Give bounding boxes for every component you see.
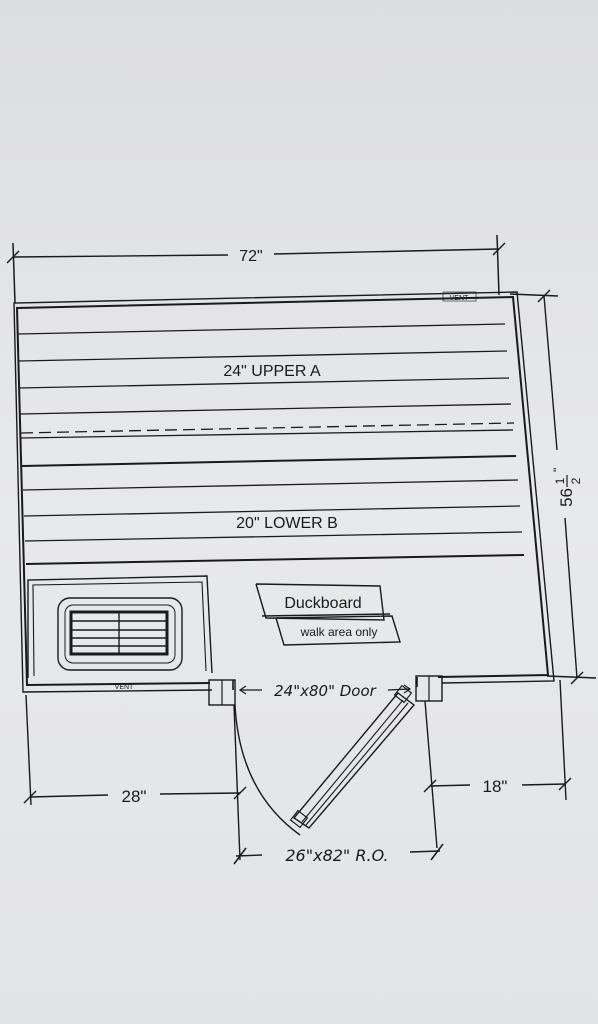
upper-bench-a: 24" UPPER A — [17, 323, 515, 439]
lower-bench-label: 20" LOWER B — [236, 515, 338, 532]
right-offset-dimension: 18" — [423, 679, 572, 849]
height-dimension: 56 1 2 " — [509, 289, 597, 685]
rough-opening-label: 26"x82" R.O. — [285, 846, 388, 865]
door: 24"x80" Door — [234, 682, 416, 836]
duckboard-label: Duckboard — [284, 595, 361, 612]
height-dimension-numerator: 1 — [553, 477, 567, 484]
left-offset-dimension: 28" — [23, 694, 247, 861]
heater-enclosure — [27, 575, 213, 678]
upper-bench-label: 24" UPPER A — [223, 363, 321, 380]
door-leaf-icon — [292, 692, 416, 829]
width-dimension: 72" — [6, 234, 506, 304]
right-offset-label: 18" — [483, 777, 508, 796]
vent-top-label: VENT — [450, 295, 469, 302]
door-size-label: 24"x80" Door — [274, 682, 377, 700]
room-walls — [13, 291, 555, 706]
heater-icon — [57, 597, 183, 671]
left-offset-label: 28" — [122, 787, 147, 806]
vent-bottom-label: VENT — [115, 684, 134, 691]
height-dimension-denominator: 2 — [569, 477, 583, 484]
walk-area-label: walk area only — [300, 625, 378, 639]
svg-text:": " — [551, 468, 565, 472]
duckboard: Duckboard walk area only — [255, 583, 401, 646]
width-dimension-label: 72" — [239, 248, 262, 265]
rough-opening-dimension: 26"x82" R.O. — [233, 843, 444, 865]
height-dimension-whole: 56 — [557, 488, 576, 507]
lower-bench-b: 20" LOWER B — [21, 455, 525, 565]
